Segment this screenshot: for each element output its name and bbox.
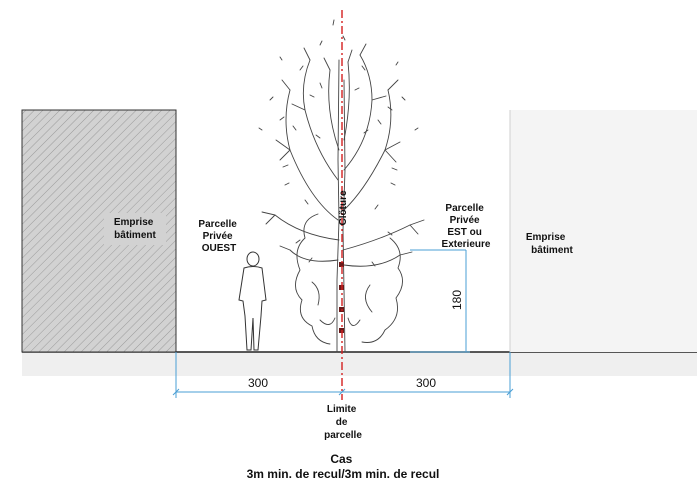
- person-silhouette-icon: [238, 251, 267, 351]
- boundary-label-3: parcelle: [324, 430, 362, 441]
- east-parcel-label-3: EST ou: [447, 227, 481, 238]
- west-parcel-label-1: Parcelle: [198, 219, 237, 230]
- svg-text:Cas 3m min. de recul/3m mi: Cas 3m min. de recul/3m min. de recul: [247, 452, 440, 481]
- east-parcel-label-1: Parcelle: [445, 203, 484, 214]
- height-dimension: [410, 249, 470, 353]
- boundary-label-2: de: [336, 417, 348, 428]
- boundary-label-1: Limite: [327, 404, 357, 415]
- fence-label: Clôture: [338, 190, 349, 225]
- east-parcel-label-2: Privée: [450, 215, 480, 226]
- right-building: [510, 110, 697, 352]
- ground-band: [22, 352, 697, 376]
- svg-text:Parcelle Privée OUEST: Parcelle Privée OUEST: [198, 219, 239, 254]
- svg-text:Emprise bâtiment: Emprise bâtiment: [114, 217, 157, 241]
- left-building-label-1: Emprise: [114, 217, 154, 228]
- left-building-label-2: bâtiment: [114, 230, 156, 241]
- right-building-label-1: Emprise: [526, 232, 566, 243]
- width-dimension: [172, 352, 514, 398]
- east-parcel-label-4: Exterieure: [442, 239, 491, 250]
- right-building-label-2: bâtiment: [531, 245, 573, 256]
- tree-sketch-icon: [258, 19, 425, 353]
- fence-post: [339, 262, 344, 267]
- caption-title: Cas: [330, 452, 352, 466]
- svg-text:Emprise bâtiment: Emprise bâtiment: [526, 232, 574, 256]
- left-setback-label: 300: [248, 376, 268, 390]
- svg-text:Limite de parcelle: Limite de parcelle: [324, 404, 362, 441]
- west-parcel-label-2: Privée: [203, 231, 233, 242]
- right-setback-label: 300: [416, 376, 436, 390]
- height-dimension-label: 180: [450, 290, 464, 310]
- caption-subtitle: 3m min. de recul/3m min. de recul: [247, 467, 440, 481]
- left-building-label-bg: [104, 213, 166, 245]
- svg-text:Parcelle Privée EST ou: Parcelle Privée EST ou Exterieure: [442, 203, 491, 250]
- west-parcel-label-3: OUEST: [202, 243, 236, 254]
